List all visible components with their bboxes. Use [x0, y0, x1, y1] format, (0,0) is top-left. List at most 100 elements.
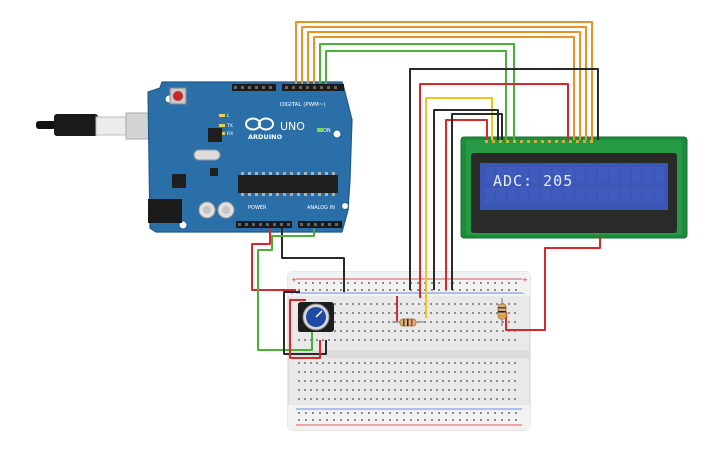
breadboard-hole [514, 312, 516, 314]
header-pin [280, 223, 283, 226]
breadboard-hole [334, 330, 336, 332]
rail-hole [417, 419, 419, 421]
wires [251, 21, 601, 359]
chip-pin [290, 193, 293, 196]
rail-hole [515, 412, 517, 414]
rail-hole [480, 419, 482, 421]
breadboard-hole [298, 389, 300, 391]
chip-pin [297, 172, 300, 175]
wire-red-pot [289, 299, 321, 359]
rail-hole [424, 412, 426, 414]
rail-hole [319, 419, 321, 421]
breadboard-hole [412, 380, 414, 382]
breadboard-hole [424, 339, 426, 341]
header-pin [262, 86, 265, 89]
breadboard-hole [340, 339, 342, 341]
chip-pin [290, 172, 293, 175]
rail-hole [389, 419, 391, 421]
rail-hole [396, 412, 398, 414]
breadboard-hole [328, 380, 330, 382]
lcd-cell [643, 167, 653, 183]
rail-hole [494, 289, 496, 291]
digital-header-left [232, 84, 276, 91]
voltage-regulator [172, 174, 186, 188]
chip-pin [248, 172, 251, 175]
breadboard-hole [298, 362, 300, 364]
breadboard-hole [382, 330, 384, 332]
breadboard-hole [412, 398, 414, 400]
rail-hole [480, 282, 482, 284]
breadboard-hole [340, 330, 342, 332]
breadboard-hole [496, 362, 498, 364]
breadboard-hole [496, 389, 498, 391]
breadboard-hole [430, 398, 432, 400]
chip-pin [297, 193, 300, 196]
breadboard-hole [382, 389, 384, 391]
lcd-cell [575, 187, 585, 203]
lcd-cell [609, 167, 619, 183]
rail-hole [487, 289, 489, 291]
lcd-cell [564, 187, 574, 203]
on-led [317, 128, 323, 132]
header-pin [269, 86, 272, 89]
rail-hole [466, 282, 468, 284]
lcd-cell [654, 187, 664, 203]
breadboard-hole [304, 389, 306, 391]
rail-hole [312, 412, 314, 414]
breadboard-hole [340, 398, 342, 400]
breadboard-hole [460, 339, 462, 341]
breadboard-hole [436, 389, 438, 391]
breadboard-hole [436, 303, 438, 305]
chip-pin [304, 172, 307, 175]
breadboard-hole [484, 312, 486, 314]
breadboard-hole [316, 380, 318, 382]
breadboard-hole [394, 389, 396, 391]
breadboard-hole [436, 362, 438, 364]
breadboard-hole [502, 339, 504, 341]
breadboard-hole [406, 362, 408, 364]
rail-hole [396, 289, 398, 291]
lcd-character-cells [485, 167, 664, 203]
potentiometer[interactable] [298, 302, 334, 332]
rail-hole [480, 289, 482, 291]
breadboard-hole [436, 371, 438, 373]
breadboard-hole [352, 389, 354, 391]
breadboard-hole [496, 339, 498, 341]
power-jack [148, 199, 182, 223]
breadboard-hole [304, 371, 306, 373]
rail-minus-label-right: - [522, 290, 525, 298]
breadboard-hole [412, 389, 414, 391]
breadboard-hole [334, 339, 336, 341]
breadboard-hole [298, 371, 300, 373]
breadboard-hole [508, 303, 510, 305]
breadboard-hole [490, 362, 492, 364]
breadboard-hole [442, 362, 444, 364]
rail-hole [438, 289, 440, 291]
breadboard-hole [322, 362, 324, 364]
breadboard-hole [478, 380, 480, 382]
breadboard-hole [508, 339, 510, 341]
breadboard-hole [460, 389, 462, 391]
breadboard-hole [448, 330, 450, 332]
header-pin [234, 86, 237, 89]
rail-hole [298, 412, 300, 414]
breadboard-hole [406, 380, 408, 382]
breadboard-hole [376, 330, 378, 332]
rail-hole [319, 412, 321, 414]
breadboard-hole [346, 362, 348, 364]
rail-hole [354, 282, 356, 284]
breadboard-hole [484, 389, 486, 391]
breadboard-hole [406, 330, 408, 332]
breadboard-hole [508, 321, 510, 323]
breadboard-hole [508, 312, 510, 314]
breadboard-hole [442, 380, 444, 382]
breadboard-hole [310, 389, 312, 391]
breadboard-hole [400, 339, 402, 341]
breadboard-hole [424, 389, 426, 391]
breadboard-hole [454, 371, 456, 373]
breadboard-hole [400, 398, 402, 400]
breadboard-hole [394, 371, 396, 373]
breadboard-hole [484, 371, 486, 373]
breadboard-hole [424, 398, 426, 400]
breadboard-center-channel [288, 350, 530, 358]
